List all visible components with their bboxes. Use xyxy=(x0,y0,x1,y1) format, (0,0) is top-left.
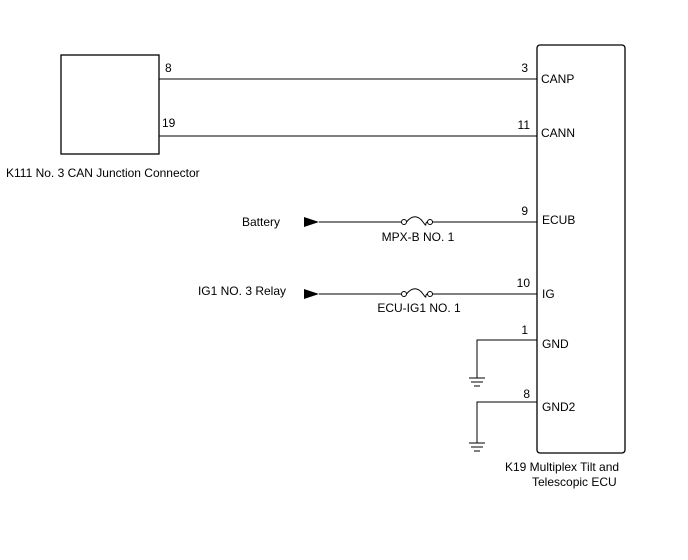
ecu-terminal-label: CANN xyxy=(541,126,575,140)
can-wire-cann: 19 11 CANN xyxy=(159,116,575,140)
fuse-icon xyxy=(401,291,407,297)
ecu-label-line1: K19 Multiplex Tilt and xyxy=(505,460,619,474)
power-source-label: Battery xyxy=(242,215,280,229)
junction-connector-label: K111 No. 3 CAN Junction Connector xyxy=(6,166,200,180)
ecu-terminal-label: CANP xyxy=(541,72,574,86)
junction-connector-box xyxy=(60,54,160,155)
fuse-label: MPX-B NO. 1 xyxy=(382,230,455,244)
ecu-pin-label: 10 xyxy=(517,276,531,290)
fuse-icon xyxy=(427,291,433,297)
fuse-icon xyxy=(401,219,407,225)
power-wire-ecub: Battery MPX-B NO. 1 9 ECUB xyxy=(242,204,575,244)
power-source-label: IG1 NO. 3 Relay xyxy=(198,284,286,298)
ecu-label-line2: Telescopic ECU xyxy=(532,475,617,489)
power-wire-ig: IG1 NO. 3 Relay ECU-IG1 NO. 1 10 IG xyxy=(198,276,555,315)
ground-wire-gnd: 1 GND xyxy=(469,323,569,387)
ecu-terminal-label: ECUB xyxy=(542,213,575,227)
ecu-pin-label: 8 xyxy=(523,387,530,401)
ecu-terminal-label: GND xyxy=(542,337,569,351)
ecu-pin-label: 9 xyxy=(521,204,528,218)
ground-icon xyxy=(469,377,485,387)
ecu-pin-label: 11 xyxy=(518,118,531,132)
ecu-pin-label: 1 xyxy=(521,323,528,337)
ecu-pin-label: 3 xyxy=(521,61,528,75)
left-pin-label: 8 xyxy=(165,61,172,75)
ecu-terminal-label: GND2 xyxy=(542,400,576,414)
ecu-box xyxy=(536,44,626,454)
ground-wire-gnd2: 8 GND2 xyxy=(469,387,576,452)
fuse-label: ECU-IG1 NO. 1 xyxy=(377,301,461,315)
ecu-terminal-label: IG xyxy=(542,287,555,301)
arrow-icon xyxy=(304,217,319,227)
fuse-icon xyxy=(427,219,433,225)
ground-icon xyxy=(469,442,485,452)
left-pin-label: 19 xyxy=(162,116,176,130)
can-wire-canp: 8 3 CANP xyxy=(159,61,574,86)
arrow-icon xyxy=(304,289,319,299)
